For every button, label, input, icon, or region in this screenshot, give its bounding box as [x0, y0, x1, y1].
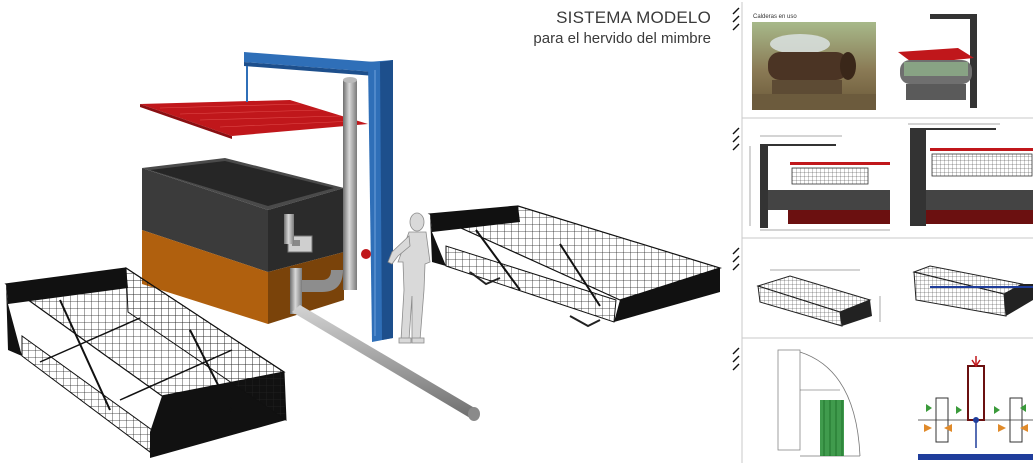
exhaust-pipe	[343, 80, 357, 290]
main-model	[4, 52, 723, 458]
gantry-top-beam	[244, 52, 375, 72]
elevation-drawing-right	[908, 123, 1033, 226]
valve-knob	[361, 249, 371, 259]
page-subtitle: para el hervido del mimbre	[533, 30, 711, 47]
tank-base	[142, 230, 268, 324]
page-title: SISTEMA MODELO	[556, 8, 711, 27]
human-figure	[387, 212, 431, 344]
photo-caption: Calderas en uso	[753, 14, 797, 20]
elevation-drawing-left	[749, 135, 890, 231]
red-lid	[140, 100, 368, 139]
reference-panels	[732, 2, 1033, 463]
photo-boilers-in-use	[752, 22, 876, 110]
basket-left	[4, 267, 287, 458]
basket-right	[427, 205, 723, 328]
render-small-boiler	[898, 14, 977, 108]
basket-drawing-right	[912, 265, 1033, 317]
plan-drawing	[777, 349, 861, 457]
section-drawing	[918, 356, 1033, 460]
basket-drawing-left	[756, 269, 881, 327]
drain-pipe	[292, 305, 478, 418]
panel-hatch-marks	[732, 7, 740, 371]
